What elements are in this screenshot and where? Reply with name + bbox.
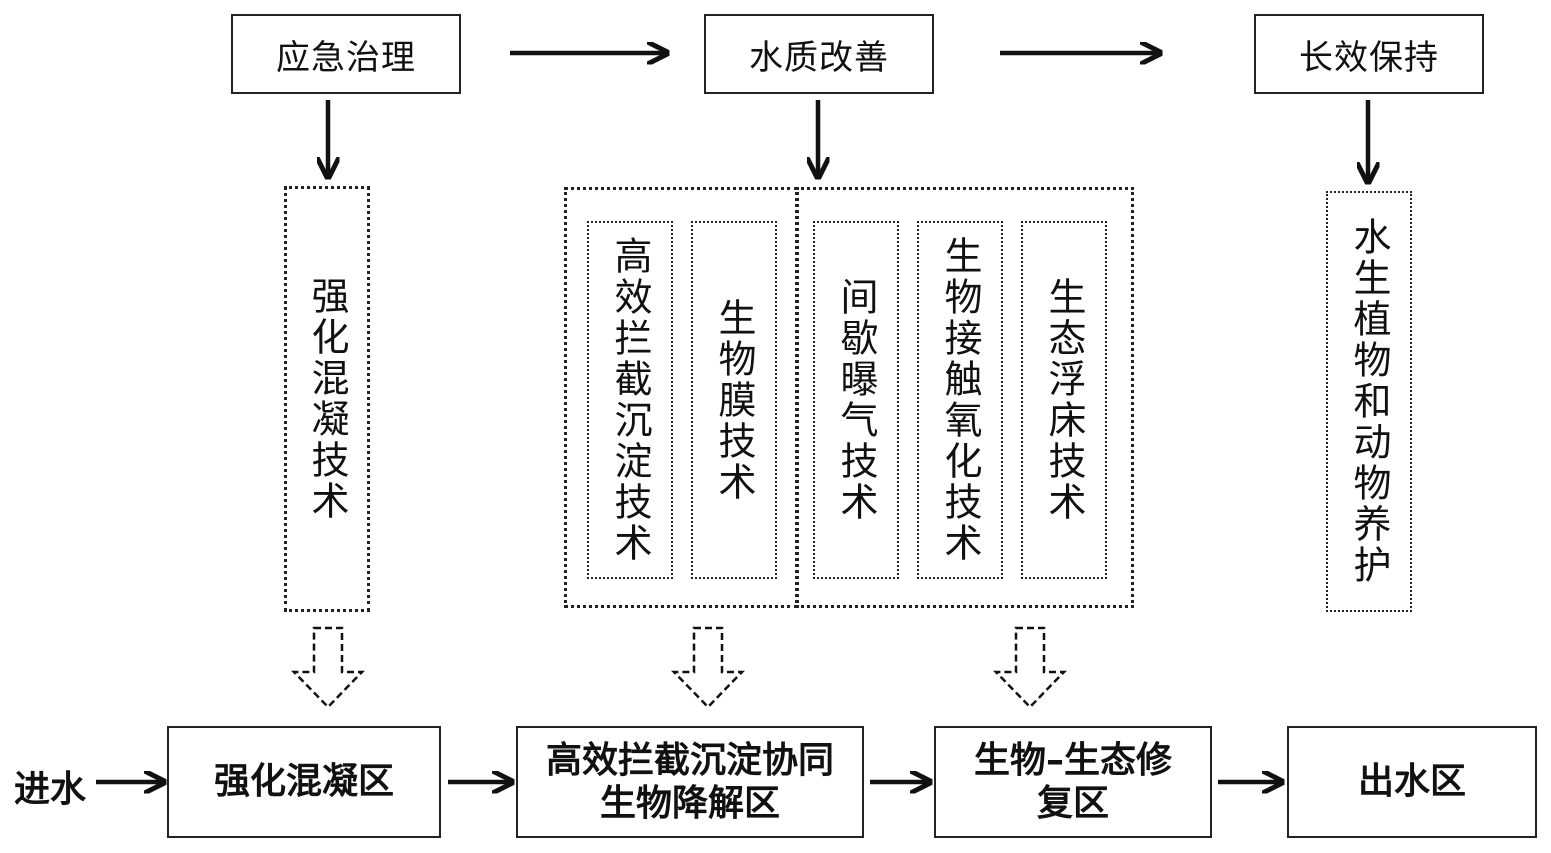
- tech-biofilm-box: 生物膜技术: [691, 221, 777, 579]
- hollow-arrow-3: [993, 626, 1067, 709]
- tech-plant-animal-box: 水生植物和动物养护: [1326, 191, 1412, 612]
- tech-coagulation-box: 强化混凝技术: [284, 186, 370, 612]
- zone-eco-repair-label: 生物–生态修复区: [973, 739, 1172, 824]
- tech-sedimentation-box: 高效拦截沉淀技术: [587, 221, 673, 579]
- stage-emergency: 应急治理: [231, 14, 461, 94]
- tech-contact-oxidation-label: 生物接触氧化技术: [938, 236, 982, 564]
- stage-quality: 水质改善: [704, 14, 934, 94]
- zone-sedimentation: 高效拦截沉淀协同生物降解区: [516, 726, 864, 838]
- stage-quality-label: 水质改善: [749, 37, 889, 78]
- zone-coagulation-label: 强化混凝区: [213, 761, 394, 803]
- zone-sedimentation-label: 高效拦截沉淀协同生物降解区: [545, 739, 834, 824]
- stage-longterm: 长效保持: [1254, 14, 1484, 94]
- inlet-label: 进水: [14, 769, 87, 810]
- stage-emergency-label: 应急治理: [276, 37, 416, 78]
- zone-eco-repair: 生物–生态修复区: [934, 726, 1212, 838]
- tech-coagulation-label: 强化混凝技术: [305, 276, 349, 522]
- zone-outlet-label: 出水区: [1357, 761, 1466, 803]
- tech-sedimentation-label: 高效拦截沉淀技术: [608, 236, 652, 564]
- hollow-arrow-1: [291, 626, 365, 709]
- tech-aeration-box: 间歇曝气技术: [813, 221, 899, 579]
- tech-biofilm-label: 生物膜技术: [712, 297, 756, 503]
- tech-group-right: [796, 187, 1134, 608]
- tech-floating-bed-box: 生态浮床技术: [1021, 221, 1107, 579]
- tech-aeration-label: 间歇曝气技术: [834, 277, 878, 523]
- stage-longterm-label: 长效保持: [1299, 37, 1439, 78]
- tech-contact-oxidation-box: 生物接触氧化技术: [917, 221, 1003, 579]
- zone-outlet: 出水区: [1287, 726, 1537, 838]
- hollow-arrow-2: [671, 626, 745, 709]
- tech-plant-animal-label: 水生植物和动物养护: [1347, 217, 1391, 586]
- tech-floating-bed-label: 生态浮床技术: [1042, 277, 1086, 523]
- zone-coagulation: 强化混凝区: [167, 726, 441, 838]
